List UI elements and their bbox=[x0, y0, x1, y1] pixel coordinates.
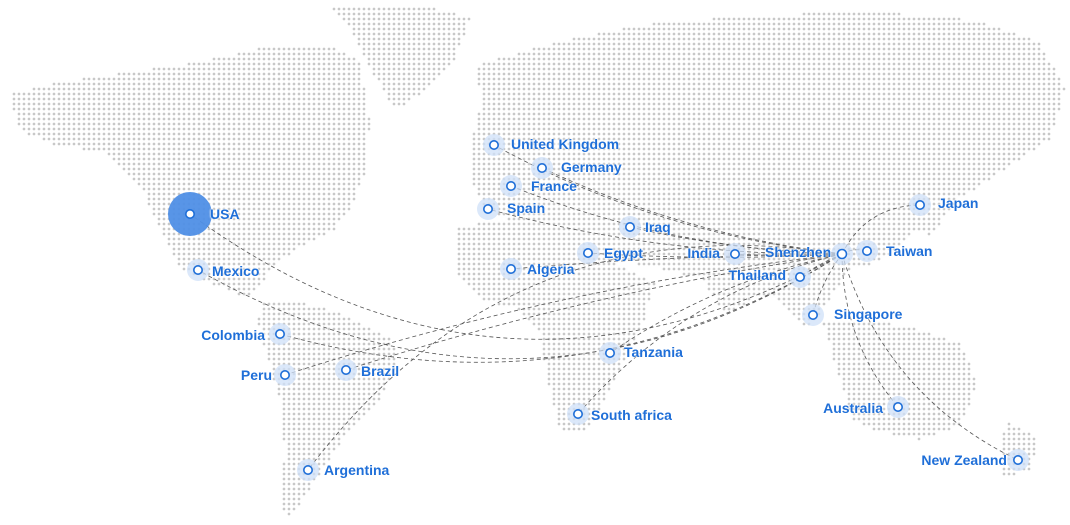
label-shenzhen: Shenzhen bbox=[765, 244, 832, 260]
route-spain bbox=[487, 208, 843, 255]
marker-australia[interactable] bbox=[887, 396, 909, 418]
marker-egypt[interactable] bbox=[577, 242, 599, 264]
marker-taiwan[interactable] bbox=[856, 240, 878, 262]
label-usa: USA bbox=[210, 206, 240, 222]
route-argentina bbox=[307, 245, 843, 471]
label-india: India bbox=[687, 245, 720, 261]
world-dot-pattern bbox=[12, 7, 1066, 516]
marker-tanzania[interactable] bbox=[599, 342, 621, 364]
label-iraq: Iraq bbox=[645, 219, 671, 235]
label-germany: Germany bbox=[561, 159, 622, 175]
label-peru: Peru bbox=[240, 367, 272, 383]
marker-singapore[interactable] bbox=[802, 304, 824, 326]
label-egypt: Egypt bbox=[604, 245, 643, 261]
label-new-zealand: New Zealand bbox=[921, 452, 1007, 468]
route-usa bbox=[189, 213, 843, 340]
label-brazil: Brazil bbox=[361, 363, 400, 379]
label-france: France bbox=[531, 178, 577, 194]
marker-spain[interactable] bbox=[477, 198, 499, 220]
label-tanzania: Tanzania bbox=[624, 344, 683, 360]
marker-brazil[interactable] bbox=[335, 359, 357, 381]
label-thailand: Thailand bbox=[728, 267, 786, 283]
label-spain: Spain bbox=[507, 200, 546, 216]
route-lines bbox=[189, 144, 1019, 471]
label-algeria: Algeria bbox=[527, 261, 575, 277]
label-united-kingdom: United Kingdom bbox=[511, 136, 620, 152]
marker-peru[interactable] bbox=[274, 364, 296, 386]
location-markers bbox=[168, 134, 1029, 481]
marker-usa[interactable] bbox=[168, 192, 212, 236]
marker-new-zealand[interactable] bbox=[1007, 449, 1029, 471]
marker-france[interactable] bbox=[500, 175, 522, 197]
label-japan: Japan bbox=[938, 195, 979, 211]
route-tanzania bbox=[609, 253, 843, 354]
label-colombia: Colombia bbox=[201, 327, 265, 343]
label-australia: Australia bbox=[823, 400, 883, 416]
label-south-africa: South africa bbox=[591, 407, 672, 423]
marker-thailand[interactable] bbox=[789, 266, 811, 288]
route-algeria bbox=[510, 253, 843, 270]
route-japan bbox=[841, 204, 921, 255]
route-brazil bbox=[345, 253, 843, 371]
route-germany bbox=[541, 167, 843, 255]
marker-india[interactable] bbox=[724, 243, 746, 265]
marker-iraq[interactable] bbox=[619, 216, 641, 238]
marker-shenzhen[interactable] bbox=[831, 243, 853, 265]
route-peru bbox=[284, 253, 843, 376]
label-singapore: Singapore bbox=[834, 306, 903, 322]
route-colombia bbox=[279, 253, 843, 363]
marker-algeria[interactable] bbox=[500, 258, 522, 280]
marker-colombia[interactable] bbox=[269, 323, 291, 345]
route-south-africa bbox=[577, 253, 843, 415]
label-taiwan: Taiwan bbox=[886, 243, 933, 259]
marker-germany[interactable] bbox=[531, 157, 553, 179]
marker-south-africa[interactable] bbox=[567, 403, 589, 425]
marker-argentina[interactable] bbox=[297, 459, 319, 481]
marker-united-kingdom[interactable] bbox=[483, 134, 505, 156]
marker-mexico[interactable] bbox=[187, 259, 209, 281]
label-argentina: Argentina bbox=[324, 462, 390, 478]
route-new-zealand bbox=[841, 253, 1019, 461]
marker-japan[interactable] bbox=[909, 194, 931, 216]
label-mexico: Mexico bbox=[212, 263, 260, 279]
